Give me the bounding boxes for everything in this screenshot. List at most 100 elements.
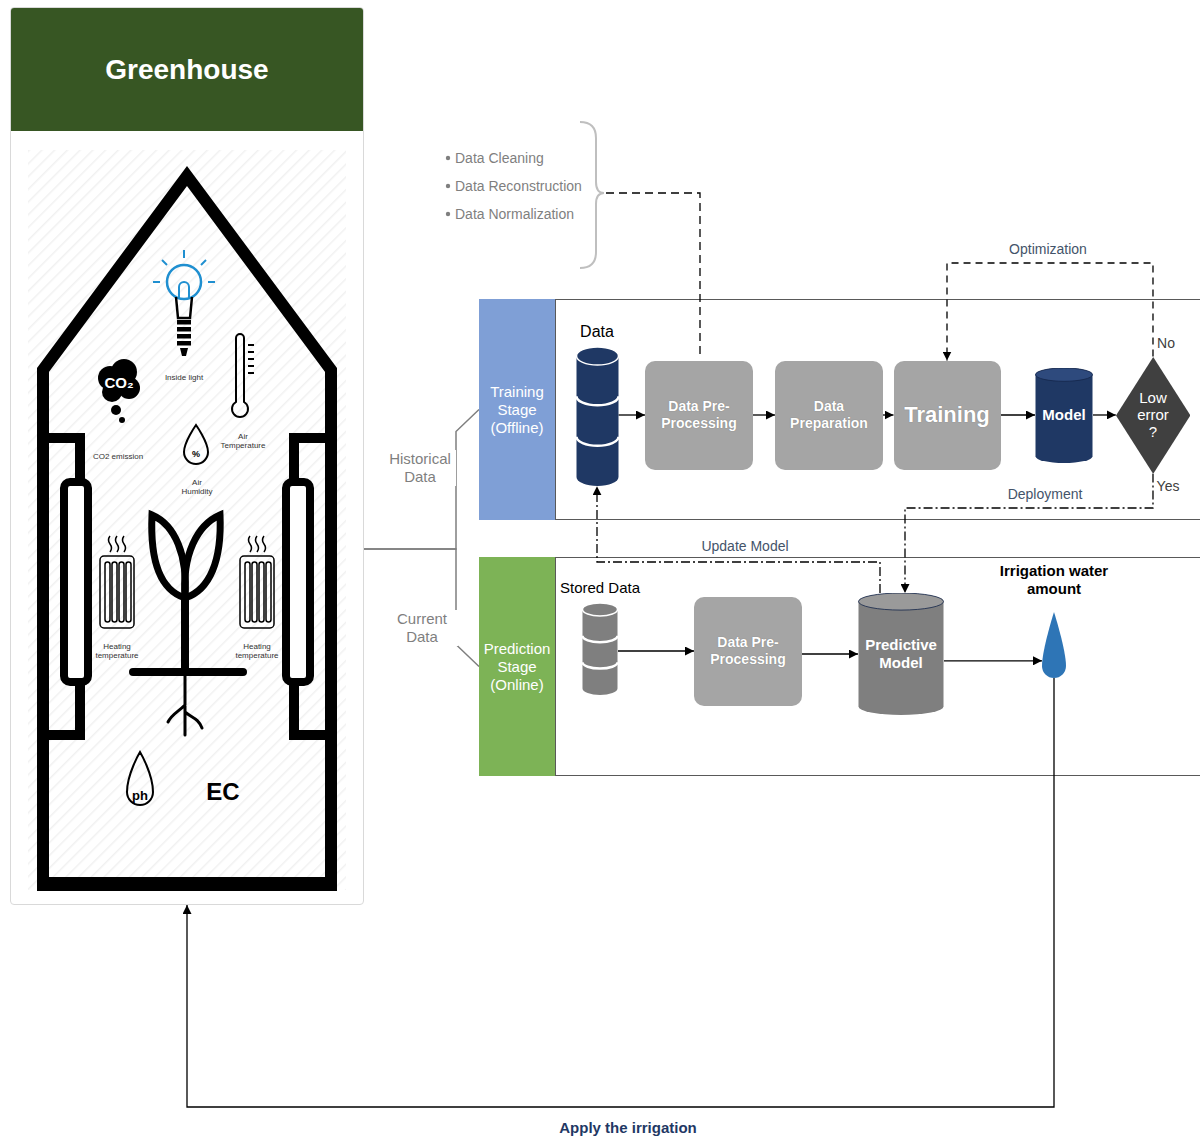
heater-icon — [100, 536, 274, 628]
heater-icon — [259, 562, 264, 622]
greenhouse-frame — [37, 877, 337, 891]
model-cylinder: Model — [1035, 368, 1093, 463]
co2-cloud-icon — [98, 359, 140, 423]
process-box: Data Pre-Processing — [645, 361, 753, 470]
branch-label: No — [1157, 335, 1175, 351]
connector-label: Deployment — [1005, 486, 1086, 503]
bullet-item: Data Normalization — [455, 206, 574, 222]
database-icon — [576, 437, 618, 446]
stage-band: Prediction Stage (Online) — [479, 557, 555, 776]
icon-text: ph — [132, 789, 148, 804]
thermometer-icon — [248, 358, 254, 360]
icon-caption: Air Temperature — [218, 432, 268, 450]
decision-diamond — [1116, 357, 1190, 474]
light-bulb-icon — [177, 327, 191, 332]
connector-label: Historical Data — [384, 450, 456, 486]
connector — [619, 414, 646, 415]
stage-region — [556, 300, 1200, 520]
node-label: Training — [899, 402, 996, 428]
connector-label: Apply the irrigation — [556, 1119, 700, 1137]
process-box: Data Preparation — [775, 361, 883, 470]
database-icon — [582, 603, 618, 695]
water-drop — [1042, 612, 1066, 678]
thermometer-icon — [248, 351, 254, 353]
greenhouse-frame — [37, 176, 337, 891]
plant-icon — [133, 515, 243, 735]
icon-caption: Inside light — [159, 373, 209, 382]
bullet-item: Data Cleaning — [455, 150, 544, 166]
panel-title: Greenhouse — [105, 53, 268, 87]
light-bulb-icon — [177, 320, 191, 325]
light-bulb-icon — [167, 265, 201, 299]
connector — [883, 414, 894, 415]
connector-label: Update Model — [698, 538, 791, 555]
icon-text: CO₂ — [104, 374, 133, 391]
node-label: Prediction Stage (Online) — [482, 640, 552, 694]
node-label: Data Preparation — [780, 398, 878, 432]
database-icon — [576, 347, 619, 486]
node-label: Low error ? — [1135, 389, 1171, 440]
store-label: Data — [580, 322, 614, 341]
connector — [1093, 414, 1116, 415]
water-drop — [1042, 612, 1066, 678]
panel-ground — [28, 150, 346, 890]
heater-icon — [109, 536, 126, 552]
connector — [944, 660, 1042, 661]
plant-icon — [168, 672, 202, 735]
stage-region — [556, 300, 1200, 776]
icon-caption: Air Humidity — [177, 478, 217, 496]
heater-icon — [252, 562, 257, 622]
connector — [802, 653, 858, 654]
connector — [753, 414, 775, 415]
heater-icon — [119, 562, 124, 622]
co2-cloud-icon — [111, 405, 121, 415]
heater-icon — [266, 562, 271, 622]
model-cylinder — [1036, 368, 1093, 381]
decision-diamond: Low error ? — [1116, 357, 1190, 474]
connector — [947, 263, 1153, 361]
connector — [1001, 414, 1036, 415]
humidity-drop-icon — [184, 425, 208, 464]
thermometer-icon — [248, 365, 254, 367]
stage-band: Training Stage (Offline) — [479, 299, 555, 520]
greenhouse-panel: Greenhouse — [10, 7, 364, 905]
node-label: Training Stage (Offline) — [482, 383, 552, 437]
connector-label: Optimization — [1006, 241, 1090, 258]
process-box: Training — [894, 361, 1001, 470]
stage-region — [556, 558, 1200, 776]
ph-drop-icon — [127, 752, 153, 805]
process-box: Data Pre-Processing — [694, 597, 802, 706]
light-bulb-icon — [183, 250, 185, 258]
light-bulb-icon — [177, 334, 191, 339]
panel-header: Greenhouse — [11, 8, 363, 131]
bracket — [580, 122, 604, 268]
icon-caption: CO2 emission — [90, 452, 146, 461]
model-cylinder — [859, 593, 944, 610]
greenhouse-frame — [64, 482, 88, 682]
database-icon — [582, 603, 618, 695]
heater-icon — [249, 536, 266, 552]
greenhouse-frame — [286, 482, 310, 682]
panel-ground — [10, 130, 364, 905]
heater-icon — [100, 556, 134, 628]
connector-label: Current Data — [386, 610, 458, 646]
bracket — [446, 156, 450, 160]
connector — [618, 650, 694, 651]
greenhouse-frame — [43, 176, 331, 885]
light-bulb-icon — [153, 250, 215, 356]
humidity-drop-icon — [184, 425, 208, 464]
store-label: Stored Data — [560, 579, 640, 597]
branch-label: Yes — [1157, 478, 1180, 494]
connector — [597, 486, 880, 593]
thermometer-icon — [248, 344, 254, 346]
icon-caption: Heating temperature — [234, 642, 280, 660]
connector — [187, 678, 1054, 1107]
connector — [364, 549, 479, 667]
bullet-item: Data Reconstruction — [455, 178, 582, 194]
database-icon: Stored Data — [557, 579, 643, 695]
light-bulb-icon — [176, 297, 192, 318]
light-bulb-icon — [201, 260, 206, 265]
database-icon — [576, 347, 618, 486]
output-label: Irrigation water amount — [994, 562, 1114, 598]
model-cylinder: Predictive Model — [858, 593, 944, 715]
